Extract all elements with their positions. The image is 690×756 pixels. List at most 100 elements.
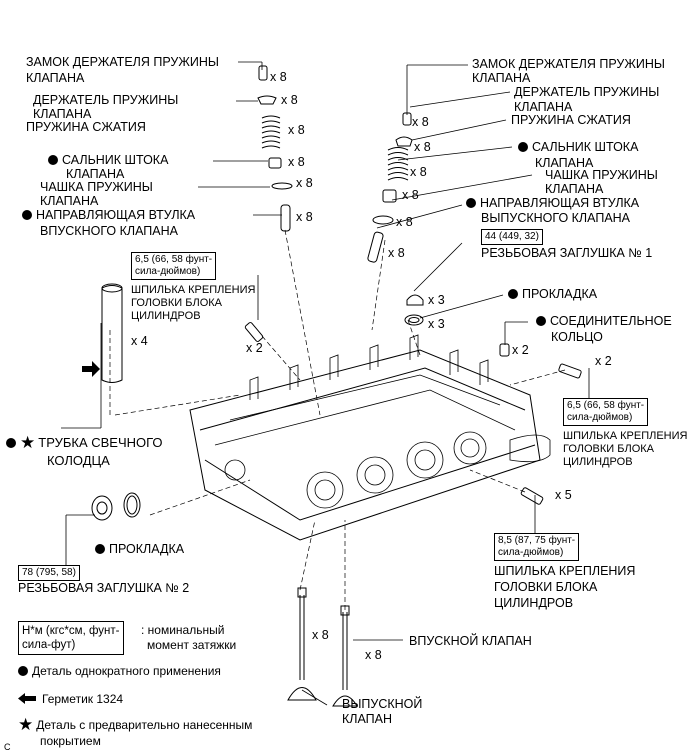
label-lock-intake-2: КЛАПАНА <box>26 71 85 85</box>
torque-plug-2: 78 (795, 58) <box>18 565 80 581</box>
label-stud-bottom-2: ГОЛОВКИ БЛОКА <box>494 580 598 594</box>
label-plug-1: РЕЗЬБОВАЯ ЗАГЛУШКА № 1 <box>481 246 653 260</box>
single-use-dot-icon <box>22 210 32 220</box>
label-lock-exhaust: ЗАМОК ДЕРЖАТЕЛЯ ПРУЖИНЫ <box>472 57 665 71</box>
label-guide-exhaust: НАПРАВЛЯЮЩАЯ ВТУЛКА <box>466 196 639 211</box>
single-use-dot-icon <box>518 142 528 152</box>
label-gasket-left-text: ПРОКЛАДКА <box>109 542 185 556</box>
legend-precoated-a: Деталь с предварительно нанесенным <box>36 718 253 732</box>
qty-stud-right: x 2 <box>595 354 612 368</box>
label-ring-text: СОЕДИНИТЕЛЬНОЕ <box>550 314 672 328</box>
valves <box>287 587 358 707</box>
qty-plug-1: x 3 <box>428 293 445 307</box>
label-retainer-exhaust: ДЕРЖАТЕЛЬ ПРУЖИНЫ <box>514 85 660 99</box>
label-seal-exhaust-2: КЛАПАНА <box>535 156 594 170</box>
qty-stud-bottom: x 5 <box>555 488 572 502</box>
sealant-arrow-icon <box>18 693 36 708</box>
qty-seat-exhaust: x 8 <box>396 215 413 229</box>
torque-stud-bottom-b: сила-дюймов) <box>498 547 564 558</box>
legend-unit-desc-b: момент затяжки <box>147 638 237 652</box>
label-stud-right-3: ЦИЛИНДРОВ <box>563 456 633 468</box>
dashed-axis-lines <box>109 229 566 610</box>
single-use-dot-icon <box>508 289 518 299</box>
label-lock-exhaust-2: КЛАПАНА <box>472 71 531 85</box>
label-guide-intake-text: НАПРАВЛЯЮЩАЯ ВТУЛКА <box>36 208 196 222</box>
label-gasket-right-text: ПРОКЛАДКА <box>522 287 598 301</box>
label-seat-intake: ЧАШКА ПРУЖИНЫ <box>40 180 153 194</box>
label-stud-left-3: ЦИЛИНДРОВ <box>131 310 201 322</box>
torque-stud-left-a: 6,5 (66, 58 фунт- <box>135 254 213 265</box>
label-gasket-right: ПРОКЛАДКА <box>508 287 597 302</box>
legend-unit-a: Н*м (кгс*см, фунт- <box>22 625 120 637</box>
label-retainer-intake-2: КЛАПАНА <box>33 107 92 121</box>
single-use-dot-icon <box>6 438 16 448</box>
label-seal-intake-text: САЛЬНИК ШТОКА <box>62 153 169 167</box>
label-guide-intake-2: ВПУСКНОГО КЛАПАНА <box>40 224 178 238</box>
qty-lock-exhaust: x 8 <box>412 115 429 129</box>
label-tube: ★ТРУБКА СВЕЧНОГО <box>6 434 163 451</box>
label-seat-exhaust-2: КЛАПАНА <box>545 182 604 196</box>
intake-small-parts <box>257 65 293 232</box>
legend-single-use-text: Деталь однократного применения <box>32 664 221 678</box>
qty-guide-intake: x 8 <box>296 210 313 224</box>
qty-seat-intake: x 8 <box>296 176 313 190</box>
label-stud-right-2: ГОЛОВКИ БЛОКА <box>563 443 654 455</box>
precoated-star-icon: ★ <box>18 715 34 734</box>
label-retainer-intake: ДЕРЖАТЕЛЬ ПРУЖИНЫ <box>33 93 179 107</box>
label-seat-intake-2: КЛАПАНА <box>40 194 99 208</box>
label-tube-2: КОЛОДЦА <box>47 453 110 468</box>
torque-stud-bottom-a: 8,5 (87, 75 фунт- <box>498 535 576 546</box>
legend-unit-desc-a: : номинальный <box>141 623 225 637</box>
sealant-arrow-on-tube <box>82 361 100 377</box>
torque-stud-bottom: 8,5 (87, 75 фунт-сила-дюймов) <box>494 533 580 561</box>
label-stud-left: ШПИЛЬКА КРЕПЛЕНИЯ <box>131 284 256 296</box>
label-exhaust-valve-2: КЛАПАН <box>342 712 393 726</box>
label-spring-exhaust: ПРУЖИНА СЖАТИЯ <box>511 113 631 127</box>
label-stud-bottom: ШПИЛЬКА КРЕПЛЕНИЯ <box>494 564 636 578</box>
label-stud-bottom-3: ЦИЛИНДРОВ <box>494 596 574 610</box>
label-plug-2: РЕЗЬБОВАЯ ЗАГЛУШКА № 2 <box>18 581 190 595</box>
label-stud-left-2: ГОЛОВКИ БЛОКА <box>131 297 222 309</box>
single-use-dot-icon <box>48 155 58 165</box>
legend-sealant: Герметик 1324 <box>18 692 123 708</box>
label-seal-exhaust-text: САЛЬНИК ШТОКА <box>532 140 639 154</box>
label-seal-intake: САЛЬНИК ШТОКА <box>48 153 168 168</box>
qty-intake-valve: x 8 <box>365 648 382 662</box>
label-guide-exhaust-2: ВЫПУСКНОГО КЛАПАНА <box>481 211 631 225</box>
qty-lock-intake: x 8 <box>270 70 287 84</box>
qty-retainer-exhaust: x 8 <box>414 140 431 154</box>
qty-spring-intake: x 8 <box>288 123 305 137</box>
label-gasket-left: ПРОКЛАДКА <box>95 542 184 557</box>
torque-stud-left-b: сила-дюймов) <box>135 266 201 277</box>
label-seal-exhaust: САЛЬНИК ШТОКА <box>518 140 638 155</box>
qty-stud-left: x 2 <box>246 341 263 355</box>
legend-unit-box: Н*м (кгс*см, фунт-сила-фут) <box>18 621 124 655</box>
qty-spring-exhaust: x 8 <box>410 165 427 179</box>
label-retainer-exhaust-2: КЛАПАНА <box>514 100 573 114</box>
footer-code: C <box>4 742 11 752</box>
label-seal-intake-2: КЛАПАНА <box>66 167 125 181</box>
torque-stud-right-a: 6,5 (66, 58 фунт- <box>567 400 645 411</box>
label-lock-intake: ЗАМОК ДЕРЖАТЕЛЯ ПРУЖИНЫ <box>26 55 219 69</box>
qty-retainer-intake: x 8 <box>281 93 298 107</box>
label-tube-text: ТРУБКА СВЕЧНОГО <box>38 435 163 450</box>
torque-stud-left: 6,5 (66, 58 фунт-сила-дюймов) <box>131 252 217 280</box>
qty-tube: x 4 <box>131 334 148 348</box>
cylinder-head <box>189 334 551 541</box>
label-guide-intake: НАПРАВЛЯЮЩАЯ ВТУЛКА <box>22 208 195 223</box>
qty-seal-intake: x 8 <box>288 155 305 169</box>
label-ring-2: КОЛЬЦО <box>551 330 603 344</box>
qty-guide-exhaust: x 8 <box>388 246 405 260</box>
exhaust-small-parts <box>367 112 510 357</box>
legend-precoated: ★Деталь с предварительно нанесенным <box>18 715 253 734</box>
torque-stud-right: 6,5 (66, 58 фунт-сила-дюймов) <box>563 398 649 426</box>
legend-sealant-text: Герметик 1324 <box>42 692 124 706</box>
label-exhaust-valve: ВЫПУСКНОЙ <box>342 697 423 711</box>
spark-plug-tube <box>101 283 123 383</box>
torque-plug-1: 44 (449, 32) <box>481 229 543 245</box>
qty-gasket-right: x 3 <box>428 317 445 331</box>
label-seat-exhaust: ЧАШКА ПРУЖИНЫ <box>545 168 658 182</box>
legend-single-use: Деталь однократного применения <box>18 664 221 679</box>
legend-precoated-b: покрытием <box>40 734 101 748</box>
